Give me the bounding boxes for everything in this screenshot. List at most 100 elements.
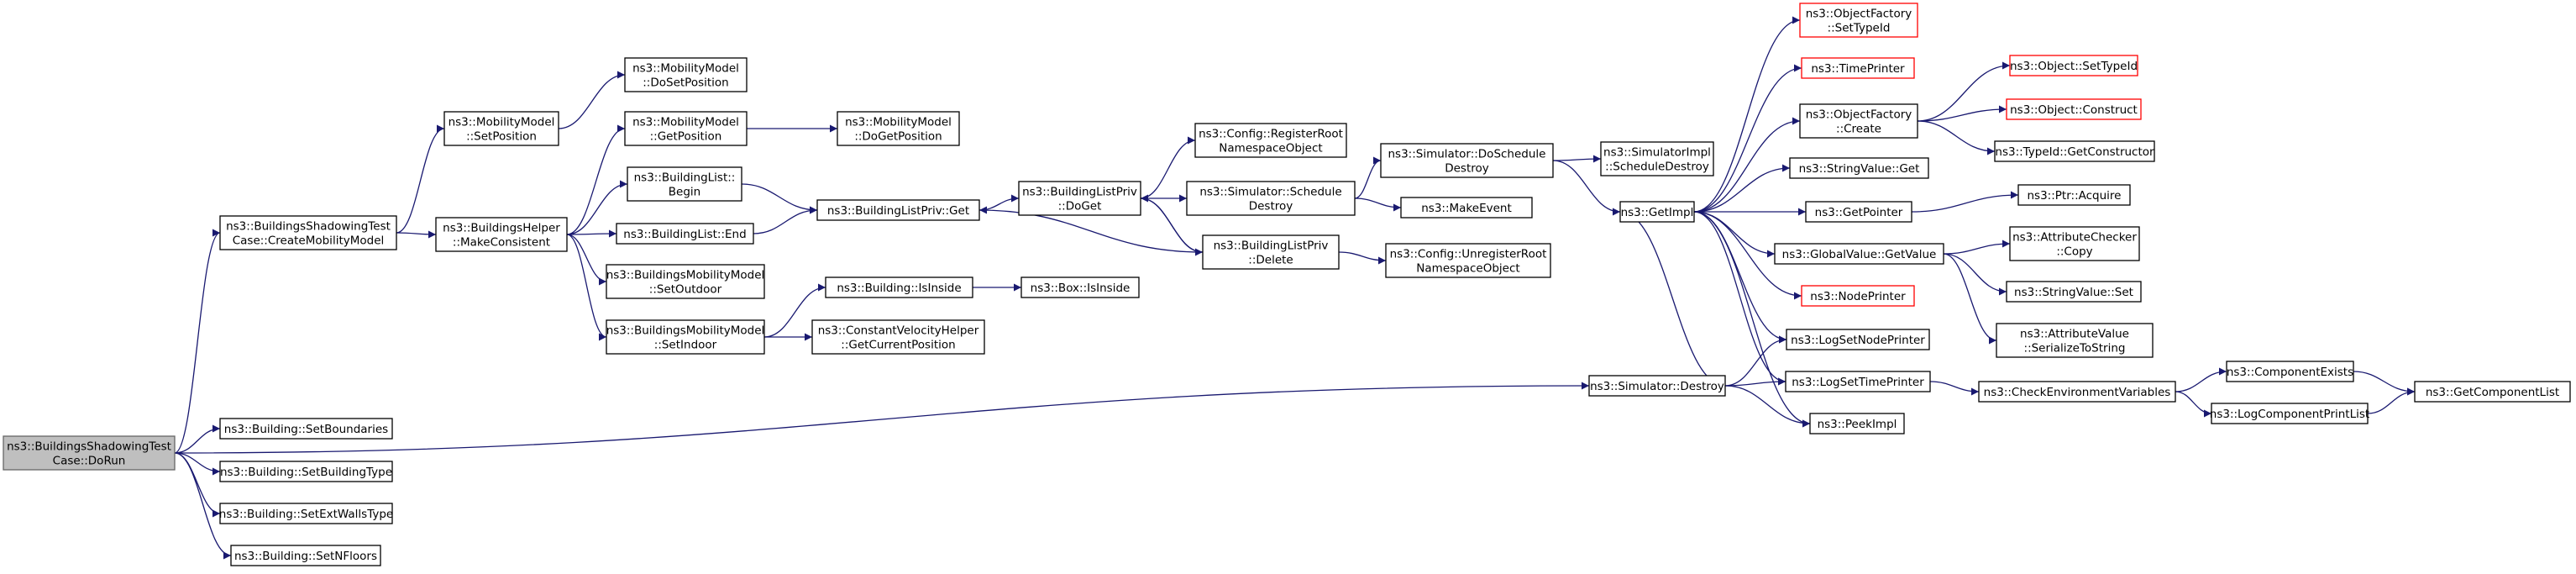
- node-setbounds[interactable]: ns3::Building::SetBoundaries: [219, 418, 393, 440]
- node-unregroot[interactable]: ns3::Config::UnregisterRootNamespaceObje…: [1385, 243, 1551, 278]
- edge-simsched-simdosched: [1354, 156, 1382, 199]
- edge-gvgetval-attrcheck: [1943, 240, 2011, 255]
- node-simdestroy[interactable]: ns3::Simulator::Destroy: [1588, 375, 1726, 397]
- node-box: [219, 215, 397, 250]
- node-label: ns3::ConstantVelocityHelper: [818, 324, 979, 338]
- node-ptracquire[interactable]: ns3::Ptr::Acquire: [2017, 184, 2131, 206]
- node-box: [1400, 197, 1533, 219]
- node-boxinside[interactable]: ns3::Box::IsInside: [1020, 276, 1140, 298]
- edge-blpdel-blpget: [978, 206, 1204, 253]
- node-box: [443, 111, 559, 146]
- node-box: [1789, 157, 1929, 179]
- node-cvhelper[interactable]: ns3::ConstantVelocityHelper::GetCurrentP…: [811, 319, 985, 355]
- node-svget[interactable]: ns3::StringValue::Get: [1789, 157, 1929, 179]
- node-objsettid[interactable]: ns3::Object::SetTypeId: [2009, 55, 2138, 76]
- node-box: [1978, 381, 2176, 403]
- edge-simdosched-simimplsched: [1552, 155, 1602, 163]
- node-bmmin[interactable]: ns3::BuildingsMobilityModel::SetIndoor: [606, 319, 765, 355]
- node-box: [2009, 55, 2138, 76]
- node-logsettime[interactable]: ns3::LogSetTimePrinter: [1785, 371, 1931, 392]
- node-box: [1785, 371, 1931, 392]
- node-label: Destroy: [1249, 200, 1293, 213]
- node-box: [1385, 243, 1551, 278]
- node-box: [811, 319, 985, 355]
- node-label: ns3::MobilityModel: [845, 116, 952, 129]
- node-label: NamespaceObject: [1416, 262, 1519, 276]
- node-logcompprint[interactable]: ns3::LogComponentPrintList: [2210, 403, 2369, 424]
- node-label: ns3::Simulator::Schedule: [1199, 186, 1341, 199]
- node-label: ns3::GlobalValue::GetValue: [1782, 248, 1937, 261]
- node-svset[interactable]: ns3::StringValue::Set: [2006, 281, 2142, 303]
- node-tidgetctor[interactable]: ns3::TypeId::GetConstructor: [1994, 140, 2155, 162]
- edge-getimpl-logsettime: [1693, 211, 1786, 386]
- node-label: ns3::Config::RegisterRoot: [1199, 128, 1343, 141]
- node-box: [837, 111, 960, 146]
- node-box: [816, 199, 980, 221]
- node-box: [219, 503, 393, 524]
- node-compexists[interactable]: ns3::ComponentExists: [2226, 361, 2354, 382]
- node-createmob[interactable]: ns3::BuildingsShadowingTestCase::CreateM…: [219, 215, 397, 250]
- node-setbtype[interactable]: ns3::Building::SetBuildingType: [219, 461, 393, 482]
- edge-gvgetval-svset: [1943, 253, 2007, 296]
- node-attrcheck[interactable]: ns3::AttributeChecker::Copy: [2009, 226, 2140, 261]
- node-simimplsched[interactable]: ns3::SimulatorImpl::ScheduleDestroy: [1600, 141, 1714, 176]
- node-mmdoget[interactable]: ns3::MobilityModel::DoGetPosition: [837, 111, 960, 146]
- node-attrval[interactable]: ns3::AttributeValue::SerializeToString: [1996, 323, 2154, 358]
- node-isinside[interactable]: ns3::Building::IsInside: [825, 276, 973, 298]
- node-setfloors[interactable]: ns3::Building::SetNFloors: [230, 545, 381, 566]
- node-box: [606, 264, 765, 299]
- edge-bmmin-isinside: [763, 283, 826, 338]
- node-blpdoget[interactable]: ns3::BuildingListPriv::DoGet: [1018, 181, 1141, 216]
- node-box: [1801, 285, 1915, 307]
- node-timeprinter[interactable]: ns3::TimePrinter: [1801, 57, 1915, 79]
- node-getpointer[interactable]: ns3::GetPointer: [1805, 201, 1912, 223]
- node-label: NamespaceObject: [1219, 142, 1322, 155]
- node-label: ns3::TimePrinter: [1811, 62, 1905, 76]
- node-blpget[interactable]: ns3::BuildingListPriv::Get: [816, 199, 980, 221]
- node-label: ns3::Building::SetBuildingType: [220, 466, 392, 479]
- node-label: ns3::Object::Construct: [2010, 103, 2138, 117]
- node-simsched[interactable]: ns3::Simulator::ScheduleDestroy: [1186, 181, 1356, 216]
- node-mmdoset[interactable]: ns3::MobilityModel::DoSetPosition: [624, 57, 748, 92]
- node-label: ::DoSetPosition: [643, 76, 728, 90]
- node-makecons[interactable]: ns3::BuildingsHelper::MakeConsistent: [435, 217, 568, 252]
- node-makeevent[interactable]: ns3::MakeEvent: [1400, 197, 1533, 219]
- node-getcomplist[interactable]: ns3::GetComponentList: [2414, 381, 2571, 403]
- node-peekimpl[interactable]: ns3::PeekImpl: [1809, 413, 1905, 434]
- node-box: [219, 418, 393, 440]
- node-bmmout[interactable]: ns3::BuildingsMobilityModel::SetOutdoor: [606, 264, 765, 299]
- edge-simdosched-getimpl: [1552, 160, 1621, 216]
- node-label: ns3::BuildingsShadowingTest: [226, 220, 391, 234]
- node-logsetnode[interactable]: ns3::LogSetNodePrinter: [1786, 329, 1930, 350]
- node-label: ::Create: [1836, 123, 1881, 136]
- node-label: ns3::BuildingListPriv: [1214, 240, 1329, 253]
- node-label: ns3::Simulator::Destroy: [1590, 380, 1724, 393]
- node-box: [624, 111, 748, 146]
- node-blbegin[interactable]: ns3::BuildingList::Begin: [627, 166, 742, 202]
- node-label: ns3::BuildingsShadowingTest: [7, 440, 171, 454]
- node-setwalls[interactable]: ns3::Building::SetExtWallsType: [219, 503, 393, 524]
- node-checkenv[interactable]: ns3::CheckEnvironmentVariables: [1978, 381, 2176, 403]
- edge-ofcreate-tidgetctor: [1917, 120, 1996, 155]
- node-label: ns3::Config::UnregisterRoot: [1390, 248, 1547, 261]
- node-mmsetpos[interactable]: ns3::MobilityModel::SetPosition: [443, 111, 559, 146]
- node-box: [219, 461, 393, 482]
- node-gvgetval[interactable]: ns3::GlobalValue::GetValue: [1774, 243, 1944, 265]
- edge-getimpl-gvgetval: [1693, 211, 1776, 258]
- node-mmgetpos[interactable]: ns3::MobilityModel::GetPosition: [624, 111, 748, 146]
- node-label: ns3::AttributeValue: [2020, 328, 2129, 341]
- node-ofcreate[interactable]: ns3::ObjectFactory::Create: [1799, 103, 1918, 139]
- node-label: ns3::CheckEnvironmentVariables: [1984, 386, 2171, 399]
- node-blpdel[interactable]: ns3::BuildingListPriv::Delete: [1202, 234, 1340, 270]
- node-blend[interactable]: ns3::BuildingList::End: [616, 223, 754, 245]
- node-label: ns3::Building::SetNFloors: [234, 550, 377, 563]
- node-label: ns3::BuildingListPriv::Get: [827, 204, 969, 218]
- node-box: [230, 545, 381, 566]
- node-getimpl[interactable]: ns3::GetImpl: [1619, 201, 1695, 223]
- node-objconstruct[interactable]: ns3::Object::Construct: [2006, 98, 2142, 120]
- node-nodeprinter[interactable]: ns3::NodePrinter: [1801, 285, 1915, 307]
- node-ofsettid[interactable]: ns3::ObjectFactory::SetTypeId: [1799, 3, 1918, 38]
